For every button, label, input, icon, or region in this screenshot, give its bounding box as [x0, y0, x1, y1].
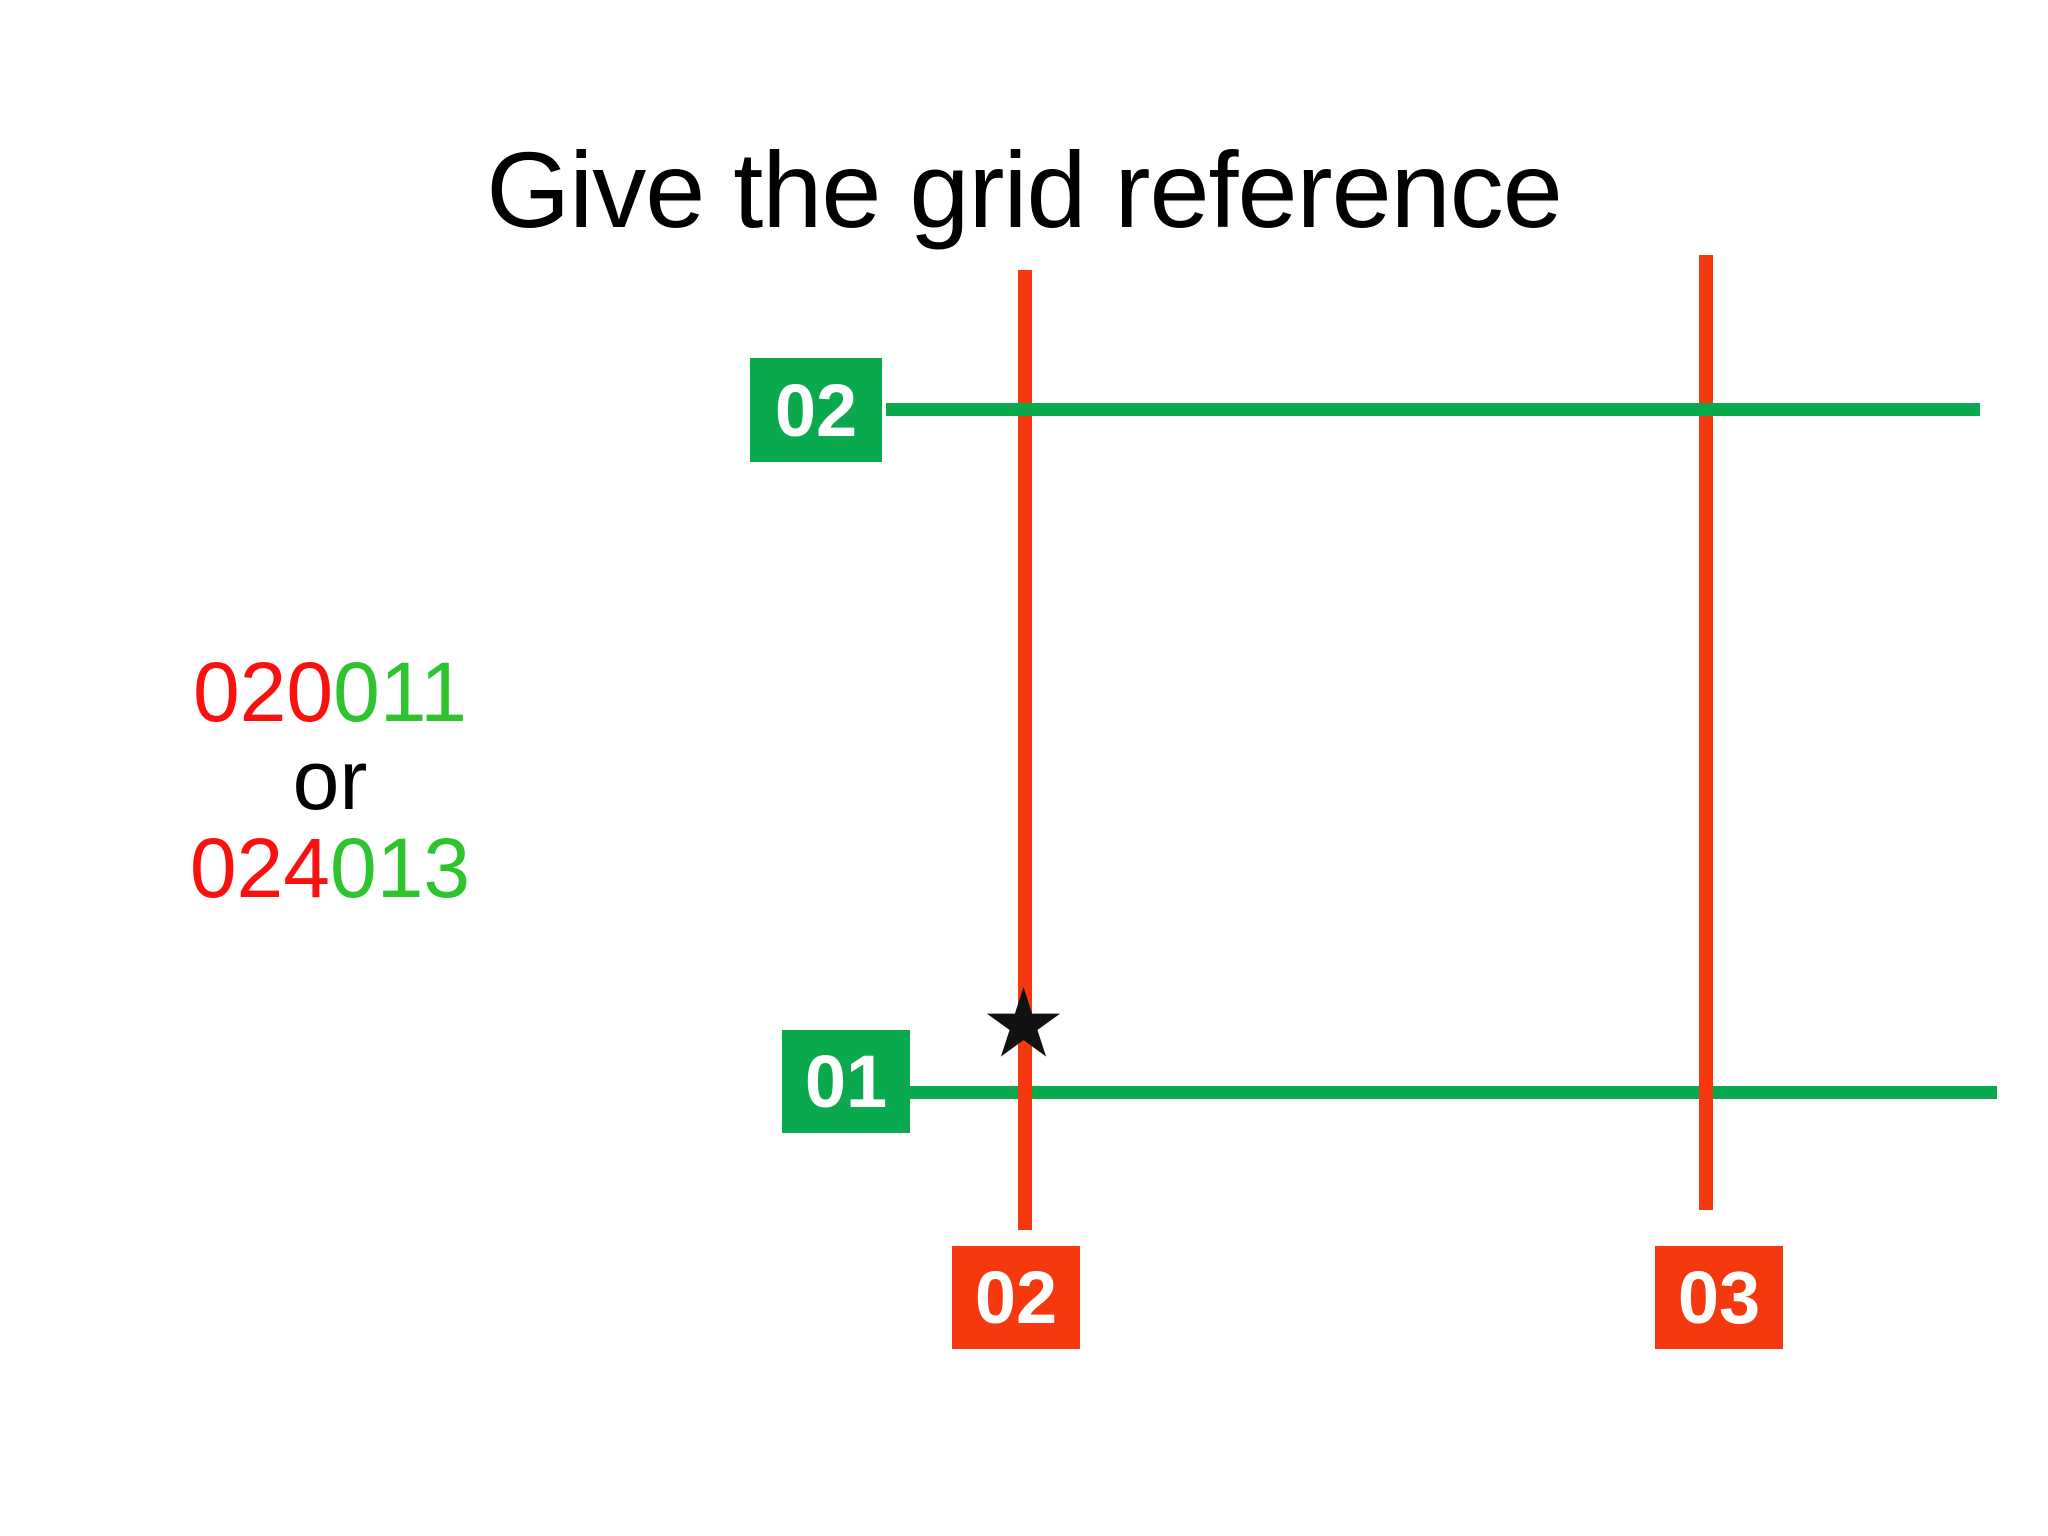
northing-line-02 [886, 403, 1980, 416]
northing-line-01 [908, 1086, 1997, 1099]
easting-line-02 [1018, 270, 1032, 1230]
northing-label-01-text: 01 [804, 1040, 888, 1123]
answer-line-1: 020011 [110, 648, 550, 736]
star-icon [985, 987, 1062, 1064]
northing-label-02-text: 02 [774, 368, 858, 452]
northing-label-02: 02 [750, 358, 882, 462]
easting-label-02-text: 02 [974, 1256, 1058, 1339]
page-title: Give the grid reference [486, 129, 1563, 250]
easting-label-03-text: 03 [1677, 1256, 1761, 1339]
answer-or-label: or [292, 733, 368, 827]
easting-line-03 [1699, 255, 1713, 1210]
answer-northing-1: 011 [333, 645, 468, 739]
answer-easting-1: 020 [192, 645, 334, 739]
answer-northing-2: 013 [330, 821, 471, 915]
easting-label-03: 03 [1655, 1246, 1783, 1349]
answer-easting-2: 024 [189, 821, 330, 915]
northing-label-01: 01 [782, 1030, 910, 1133]
easting-label-02: 02 [952, 1246, 1080, 1349]
answer-line-2: 024013 [110, 824, 550, 912]
answer-text: 020011 or 024013 [110, 648, 550, 912]
